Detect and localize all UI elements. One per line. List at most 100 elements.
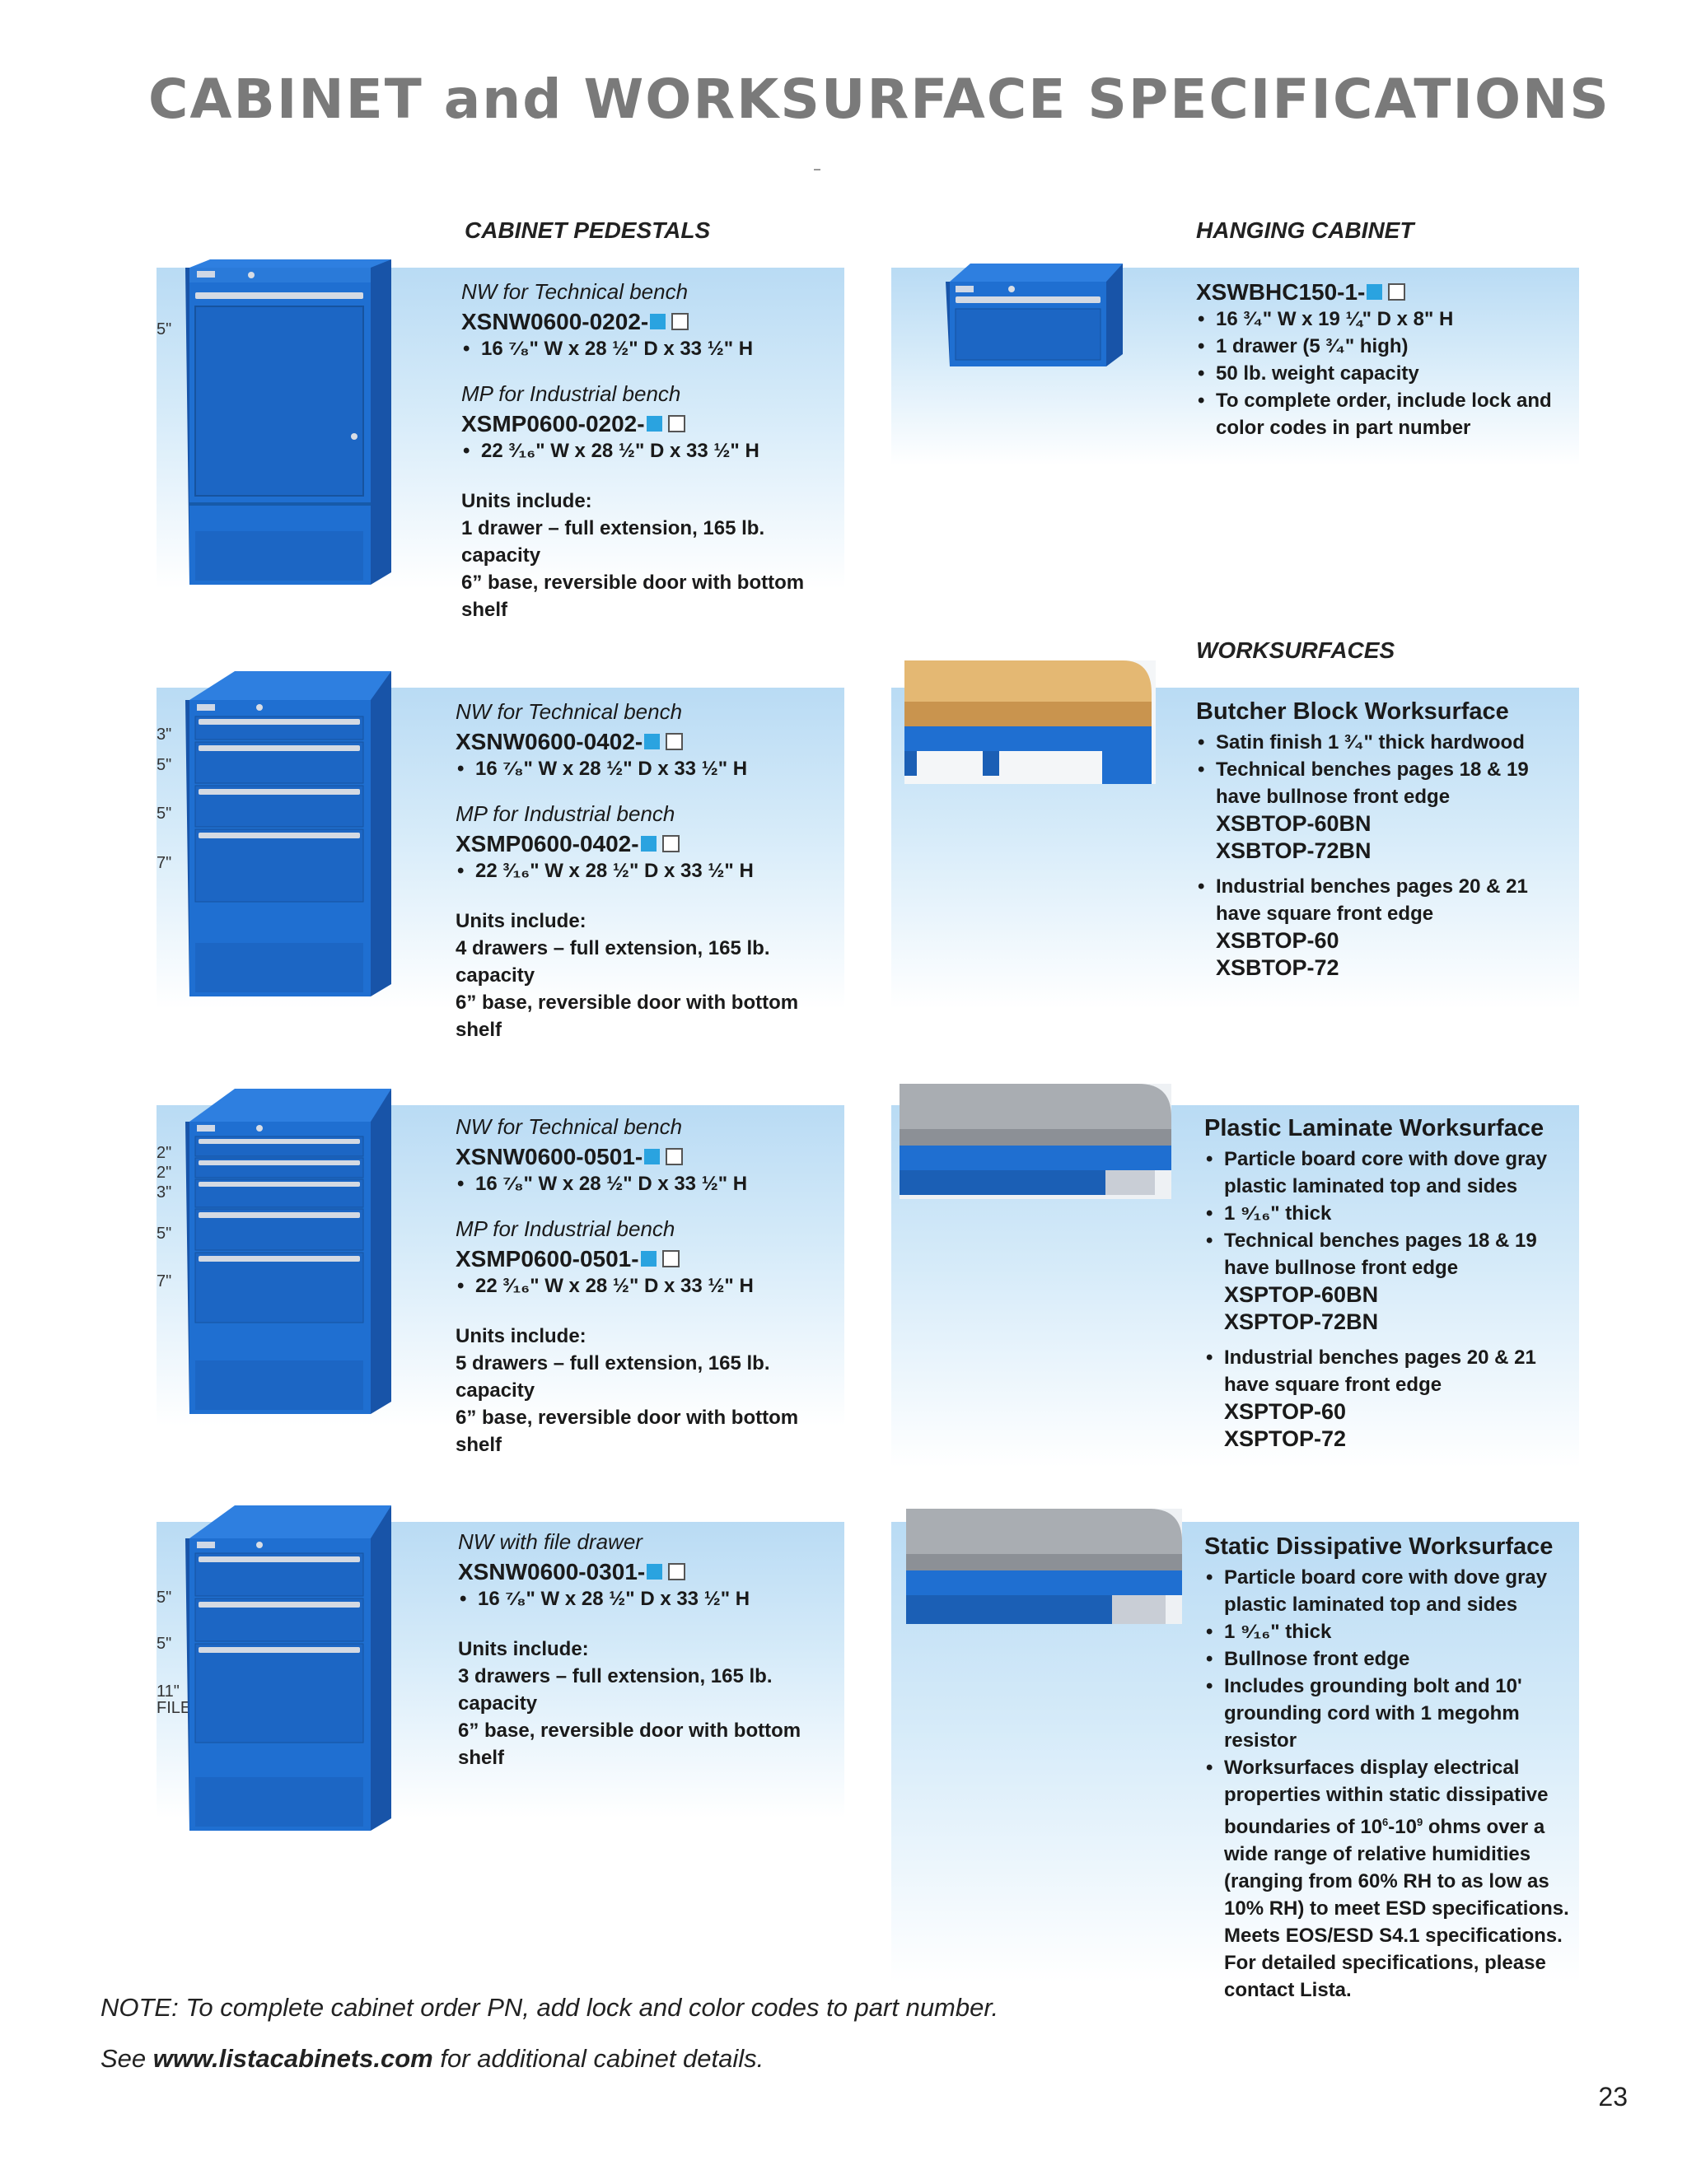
dims-bullet: 22 ³⁄₁₆" W x 28 ½" D x 33 ½" H [461,437,840,464]
cabinet-specs-2: NW for Technical bench XSNW0600-0402- 16… [456,698,843,1043]
plastic-laminate-image [900,1084,1171,1199]
part-number: XSWBHC150-1- [1196,278,1575,306]
spec-bullet: Industrial benches pages 20 & 21 have sq… [1204,1344,1575,1398]
spec-bullet: Industrial benches pages 20 & 21 have sq… [1196,873,1575,927]
spec-bullet: 1 drawer (5 ³⁄₄" high) [1196,333,1575,360]
units-line: 6” base, reversible door with bottom she… [456,1407,799,1456]
part-code: XSPTOP-72BN [1224,1309,1379,1334]
part-code: XSPTOP-72 [1224,1426,1347,1451]
units-label: Units include: [461,490,592,512]
part-number: XSMP0600-0202- [461,410,840,437]
page-number: 23 [1598,2082,1628,2112]
color-code-box [640,836,657,852]
units-line: 6” base, reversible door with bottom she… [456,992,799,1041]
lock-code-box [668,1563,686,1580]
part-number: XSNW0600-0402- [456,728,843,755]
hanging-cabinet-specs: XSWBHC150-1- 16 ³⁄₄" W x 19 ¼" D x 8" H … [1196,278,1575,441]
units-line: 6” base, reversible door with bottom she… [458,1720,801,1769]
static-dissipative-image [906,1509,1182,1624]
lock-code-box [666,1148,684,1165]
dims-bullet: 22 ³⁄₁₆" W x 28 ½" D x 33 ½" H [456,1272,843,1300]
color-code-box [644,1149,661,1164]
spec-bullet: Particle board core with dove gray plast… [1204,1564,1579,1618]
spec-bullet: Technical benches pages 18 & 19 have bul… [1196,756,1575,810]
lock-code-box [667,415,685,432]
spec-bullet: 1 ⁹⁄₁₆" thick [1204,1618,1579,1645]
part-code: XSBTOP-72 [1216,955,1339,980]
order-note: NOTE: To complete cabinet order PN, add … [100,1993,999,2022]
units-line: 3 drawers – full extension, 165 lb. capa… [458,1665,773,1715]
nw-label: NW for Technical bench [461,279,689,304]
units-line: 6” base, reversible door with bottom she… [461,572,805,621]
spec-bullet: Technical benches pages 18 & 19 have bul… [1204,1227,1575,1281]
part-number: XSNW0600-0202- [461,308,840,335]
cabinet-image-4 [185,1505,391,1831]
hanging-cabinet-image [946,264,1123,366]
spec-bullet: Bullnose front edge [1204,1645,1579,1673]
hanging-cabinet-heading: HANGING CABINET [1196,217,1414,243]
units-line: 5 drawers – full extension, 165 lb. capa… [456,1352,770,1402]
dims-bullet: 16 ⁷⁄₈" W x 28 ½" D x 33 ½" H [456,755,843,782]
cabinet-pedestals-heading: CABINET PEDESTALS [465,217,711,243]
cabinet-image-3 [185,1089,391,1414]
cabinet-specs-3: NW for Technical bench XSNW0600-0501- 16… [456,1113,843,1458]
lock-code-box [661,835,680,852]
butcher-block-image [904,660,1156,784]
dims-bullet: 16 ⁷⁄₈" W x 28 ½" D x 33 ½" H [456,1170,843,1197]
cabinet-specs-1: NW for Technical bench XSNW0600-0202- 16… [461,278,840,623]
units-label: Units include: [456,910,586,932]
part-code: XSBTOP-60BN [1216,811,1372,836]
cabinet-specs-4: NW with file drawer XSNW0600-0301- 16 ⁷⁄… [458,1528,845,1771]
units-label: Units include: [456,1325,586,1347]
spec-bullet: 50 lb. weight capacity [1196,360,1575,387]
color-code-box [640,1251,657,1267]
mp-label: MP for Industrial bench [456,1216,675,1241]
part-code: XSPTOP-60 [1224,1399,1347,1424]
butcher-block-specs: Butcher Block Worksurface Satin finish 1… [1196,698,1575,982]
color-code-box [646,416,662,432]
color-code-box [647,1564,663,1580]
part-code: XSBTOP-60 [1216,928,1339,953]
nw-label: NW for Technical bench [456,699,683,724]
part-number: XSNW0600-0301- [458,1558,845,1585]
dims-bullet: 22 ³⁄₁₆" W x 28 ½" D x 33 ½" H [456,857,843,884]
nw-label: NW for Technical bench [456,1114,683,1139]
plastic-laminate-specs: Plastic Laminate Worksurface Particle bo… [1204,1115,1575,1453]
cabinet-image-2 [185,671,391,996]
nw-label: NW with file drawer [458,1529,643,1554]
part-code: XSBTOP-72BN [1216,838,1372,863]
spec-bullet: Satin finish 1 ³⁄₄" thick hardwood [1196,729,1575,756]
butcher-block-title: Butcher Block Worksurface [1196,698,1509,725]
spec-bullet: Particle board core with dove gray plast… [1204,1146,1575,1200]
spec-bullet: Worksurfaces display electrical properti… [1204,1754,1579,2004]
cabinet-image-1 [185,259,391,585]
static-dissipative-specs: Static Dissipative Worksurface Particle … [1204,1533,1579,2004]
part-number: XSMP0600-0402- [456,830,843,857]
units-line: 1 drawer – full extension, 165 lb. capac… [461,517,765,567]
spec-bullet: 1 ⁹⁄₁₆" thick [1204,1200,1575,1227]
color-code-box [1367,284,1383,300]
part-number: XSMP0600-0501- [456,1245,843,1272]
website-note: See www.listacabinets.com for additional… [100,2044,764,2073]
lock-code-box [671,313,689,330]
color-code-box [650,314,666,329]
part-number: XSNW0600-0501- [456,1143,843,1170]
color-code-box [644,734,661,749]
static-dissipative-title: Static Dissipative Worksurface [1204,1533,1554,1560]
worksurfaces-heading: WORKSURFACES [1196,637,1395,663]
plastic-laminate-title: Plastic Laminate Worksurface [1204,1115,1544,1141]
units-line: 4 drawers – full extension, 165 lb. capa… [456,937,770,987]
lock-code-box [666,733,684,750]
spec-bullet: To complete order, include lock and colo… [1196,387,1575,441]
spec-bullet: 16 ³⁄₄" W x 19 ¼" D x 8" H [1196,306,1575,333]
divider-mark [814,169,820,170]
mp-label: MP for Industrial bench [456,801,675,826]
page-title: CABINET and WORKSURFACE SPECIFICATIONS [148,68,1610,131]
dims-bullet: 16 ⁷⁄₈" W x 28 ½" D x 33 ½" H [461,335,840,362]
part-code: XSPTOP-60BN [1224,1282,1379,1307]
dims-bullet: 16 ⁷⁄₈" W x 28 ½" D x 33 ½" H [458,1585,845,1612]
spec-bullet: Includes grounding bolt and 10' groundin… [1204,1673,1579,1754]
website-link[interactable]: www.listacabinets.com [152,2044,433,2073]
units-label: Units include: [458,1638,589,1660]
mp-label: MP for Industrial bench [461,381,681,406]
